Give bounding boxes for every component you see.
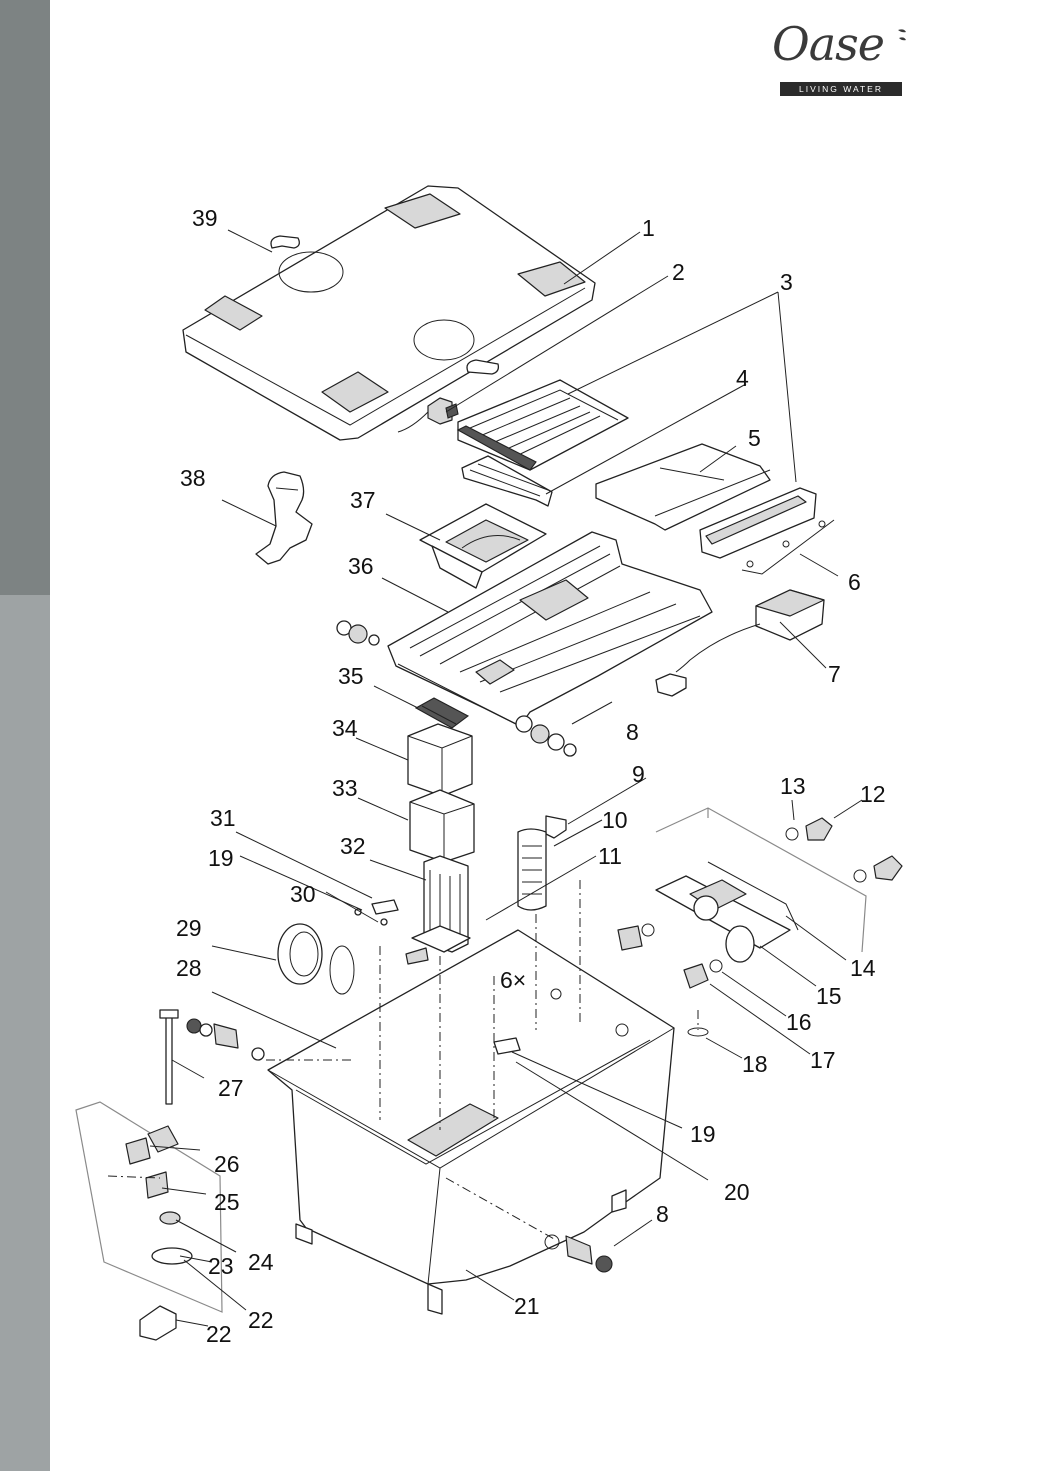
label-15: 15: [816, 983, 842, 1009]
part-pipe-fittings: [159, 1009, 265, 1105]
part-foam-cube-34: [409, 789, 475, 863]
label-37: 36: [348, 553, 374, 579]
part-right-fittings: [617, 817, 903, 989]
part-bio-rack: [411, 855, 471, 953]
label-6: 6: [848, 569, 861, 595]
label-25: 24: [248, 1249, 274, 1275]
part-ring-connector: [277, 923, 355, 995]
label-5: 5: [748, 425, 761, 451]
label-13: 13: [780, 773, 806, 799]
label-30: 29: [176, 915, 202, 941]
part-lid: [182, 185, 596, 441]
label-26: 25: [214, 1189, 240, 1215]
label-38: 37: [350, 487, 376, 513]
label-19-left: 19: [208, 845, 234, 871]
label-6x: 6×: [500, 967, 526, 993]
label-8-bottom: 8: [656, 1201, 669, 1227]
water-drop-icon: [898, 29, 906, 41]
part-small-clips: [354, 899, 429, 965]
label-23: 22: [248, 1307, 274, 1333]
label-20: 20: [724, 1179, 750, 1205]
label-33: 32: [340, 833, 366, 859]
part-grate: [414, 697, 470, 729]
label-10: 10: [602, 807, 628, 833]
side-tab-light: [0, 595, 50, 1471]
part-main-tank: [267, 929, 675, 1315]
part-drain-assembly: [75, 1101, 223, 1341]
label-21: 21: [514, 1293, 540, 1319]
label-14: 14: [850, 955, 876, 981]
part-lower-outlet: [544, 1234, 613, 1273]
side-tab-dark: [0, 0, 50, 595]
label-27: 26: [214, 1151, 240, 1177]
alignment-lines: [107, 880, 699, 1241]
part-cleaning-tray: [456, 379, 629, 507]
label-11: 11: [598, 843, 622, 869]
part-foam-plate: [595, 443, 771, 531]
label-29: 28: [176, 955, 202, 981]
part-side-bracket: [699, 487, 835, 575]
part-motor-switch: [397, 397, 459, 433]
brand-wordmark: Oase: [772, 17, 885, 71]
leader-lines: [149, 229, 863, 1327]
label-7: 7: [828, 661, 841, 687]
label-8-top: 8: [626, 719, 639, 745]
label-17: 17: [810, 1047, 836, 1073]
label-12: 12: [860, 781, 886, 807]
part-uvc-unit: [655, 589, 825, 697]
brand-logo: Oase LIVING WATER: [768, 17, 908, 96]
part-seal: [687, 1027, 709, 1037]
part-filter-cover: [387, 531, 713, 727]
label-35: 34: [332, 715, 358, 741]
label-34: 33: [332, 775, 358, 801]
part-basket: [419, 503, 547, 589]
part-small-bracket: [493, 1037, 521, 1055]
label-16: 16: [786, 1009, 812, 1035]
part-filter-tube: [517, 815, 567, 911]
label-2: 2: [672, 259, 685, 285]
label-9: 9: [632, 761, 645, 787]
part-handle: [255, 471, 313, 565]
label-28: 27: [218, 1075, 244, 1101]
label-3: 3: [780, 269, 793, 295]
label-31: 30: [290, 881, 316, 907]
part-foam-cube-35: [407, 723, 473, 797]
label-24: 23: [208, 1253, 234, 1279]
label-40: 39: [192, 205, 218, 231]
part-cover-fittings: [336, 620, 577, 757]
side-tab: [0, 0, 50, 1471]
label-1: 1: [642, 215, 655, 241]
callout-labels: 39 1 2 3 4 5 38 37 6 36 7 35 8 34 9 13 3…: [176, 205, 886, 1347]
label-22: 22: [206, 1321, 232, 1347]
label-32: 31: [210, 805, 236, 831]
label-39: 38: [180, 465, 206, 491]
label-36: 35: [338, 663, 364, 689]
label-18: 18: [742, 1051, 768, 1077]
part-uvc-housing: [655, 807, 867, 963]
label-4: 4: [736, 365, 749, 391]
label-19-right: 19: [690, 1121, 716, 1147]
brand-tagline: LIVING WATER: [780, 82, 902, 96]
